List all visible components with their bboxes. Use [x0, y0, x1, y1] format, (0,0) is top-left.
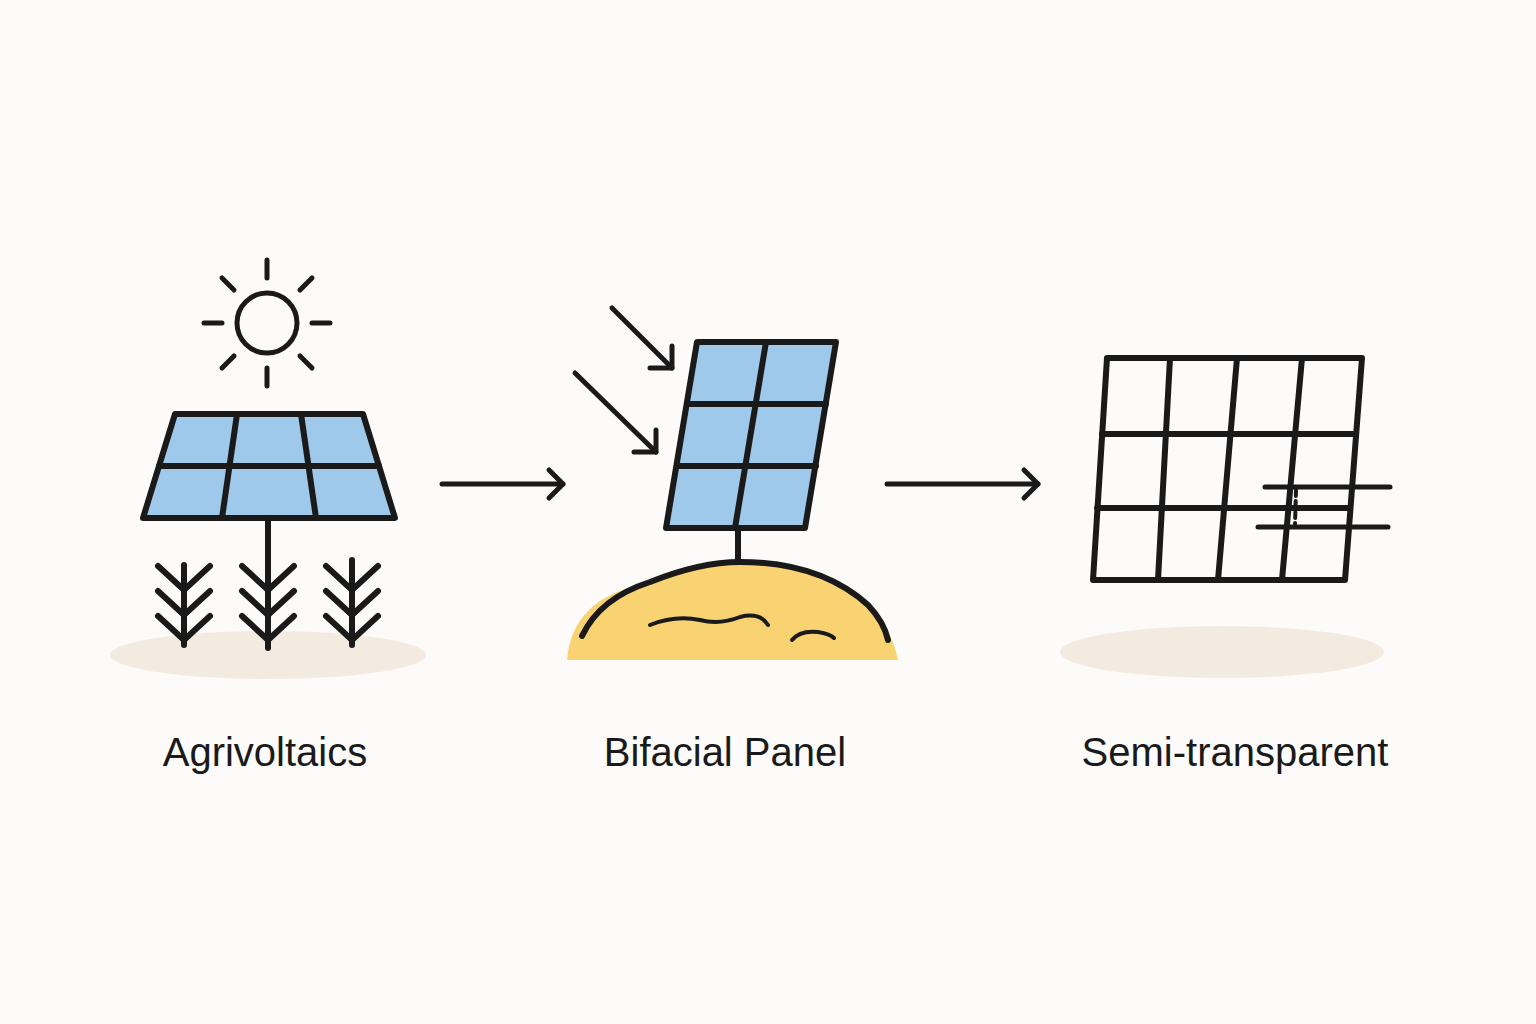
illustration-panel: Semi-transparent — [1040, 250, 1430, 790]
illustration-panel: Agrivoltaics — [90, 250, 440, 790]
illustration-panel: Bifacial Panel — [565, 250, 885, 790]
ground-shadow — [1060, 626, 1384, 678]
flow-arrow — [442, 470, 563, 498]
sand-mound — [567, 562, 898, 660]
semi-transparent-panel — [1093, 358, 1390, 580]
arrow-head — [549, 470, 563, 498]
arrow-shaft — [887, 482, 1038, 487]
panel-caption: Agrivoltaics — [163, 728, 368, 776]
panel-caption: Bifacial Panel — [604, 728, 846, 776]
crop-plants — [158, 560, 378, 645]
flow-arrow — [887, 470, 1038, 498]
sun-icon — [204, 260, 330, 386]
panel-caption: Semi-transparent — [1082, 728, 1389, 776]
light-rays — [575, 308, 672, 452]
arrow-shaft — [442, 482, 563, 487]
bifacial-panel — [666, 342, 836, 562]
solar-panel — [143, 414, 395, 648]
arrow-head — [1024, 470, 1038, 498]
